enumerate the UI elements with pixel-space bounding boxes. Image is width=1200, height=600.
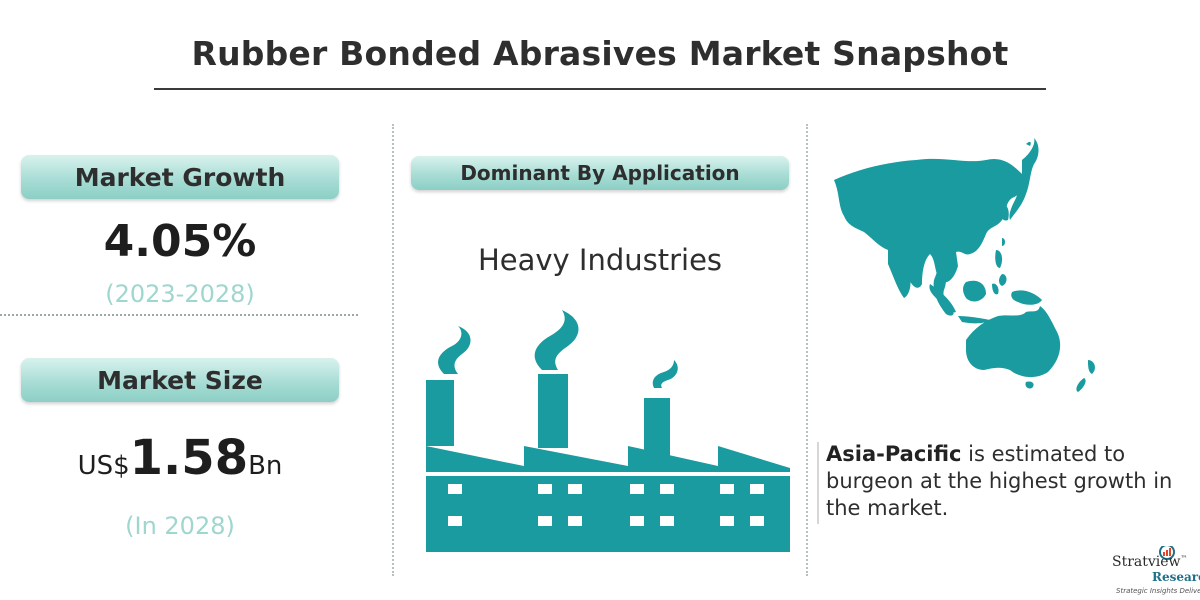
logo-tagline: Strategic Insights Delivered xyxy=(1116,587,1200,595)
title-underline xyxy=(154,88,1046,90)
application-pill: Dominant By Application xyxy=(411,156,789,190)
market-size-number: 1.58 xyxy=(129,430,249,486)
column-divider-left xyxy=(392,124,394,576)
factory-icon xyxy=(426,310,790,552)
market-growth-period: (2023-2028) xyxy=(105,280,255,308)
region-name: Asia-Pacific xyxy=(826,442,962,466)
asia-pacific-map xyxy=(834,138,1095,392)
region-callout-bar xyxy=(817,442,819,524)
market-size-prefix: US$ xyxy=(77,451,130,481)
market-size-suffix: Bn xyxy=(248,451,283,481)
logo-trademark: ™ xyxy=(1180,554,1188,563)
column-divider-right xyxy=(806,124,808,576)
market-growth-value: 4.05% xyxy=(103,216,257,267)
logo-name: Stratview xyxy=(1112,554,1181,570)
application-label: Dominant By Application xyxy=(460,161,740,185)
market-growth-label: Market Growth xyxy=(74,162,286,192)
market-size-year: (In 2028) xyxy=(125,512,235,540)
market-size-pill: Market Size xyxy=(21,358,339,402)
region-callout: Asia-Pacific is estimated to burgeon at … xyxy=(826,441,1198,522)
logo-sub: Research xyxy=(1152,570,1200,584)
market-growth-pill: Market Growth xyxy=(21,155,339,199)
stratview-logo: Stratview™ Research Strategic Insights D… xyxy=(1108,546,1200,600)
market-size-label: Market Size xyxy=(97,365,263,395)
application-value: Heavy Industries xyxy=(477,243,723,277)
magnifier-chart-icon xyxy=(1159,546,1175,560)
page-title: Rubber Bonded Abrasives Market Snapshot xyxy=(191,34,1009,73)
market-size-value: US$1.58Bn xyxy=(21,430,339,486)
section-divider xyxy=(0,314,358,316)
region-description: is estimated to burgeon at the highest g… xyxy=(826,442,1173,520)
